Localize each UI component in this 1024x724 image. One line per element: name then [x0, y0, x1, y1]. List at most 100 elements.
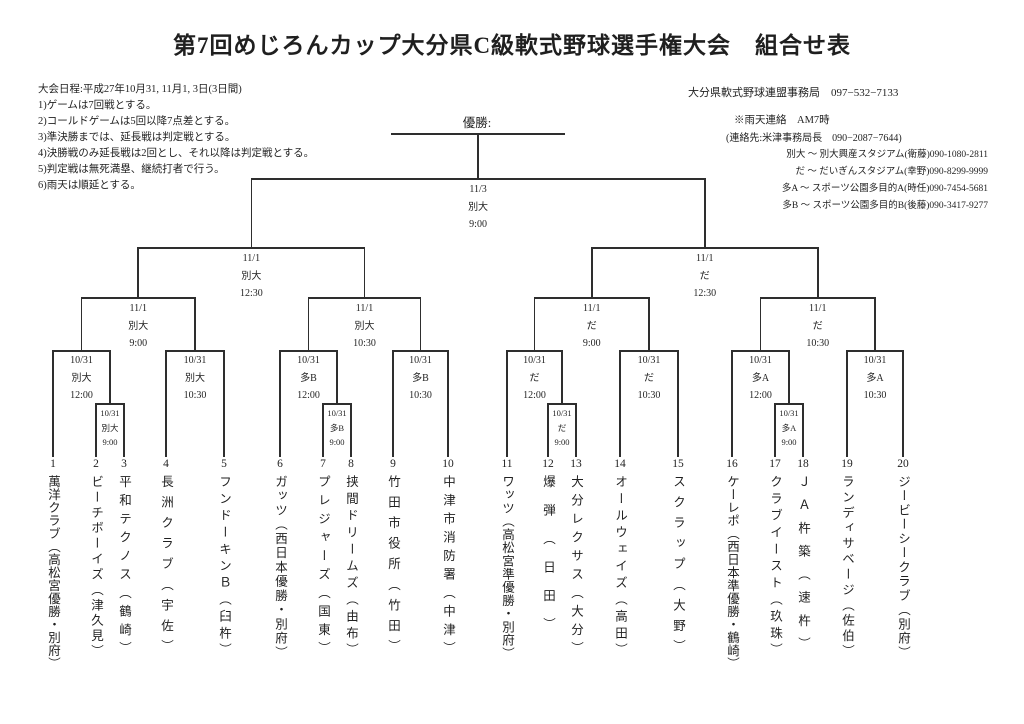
match-date: 10/31 — [863, 355, 887, 366]
bracket-line-v — [774, 403, 776, 457]
team-entry: 5 フンドーキンＢ（臼杵） — [212, 457, 236, 680]
rain-notice: ※雨天連絡 AM7時 — [734, 115, 830, 126]
venue-legend: 別大 〜 別大興産スタジアム(衛藤)090-1080-2811 だ 〜 だいぎん… — [782, 147, 988, 215]
match-date: 11/1 — [696, 253, 714, 264]
bracket-line-v — [533, 297, 536, 352]
team-name: スクラップ（大野） — [671, 475, 685, 660]
team-number: 10 — [442, 458, 454, 470]
team-number: 19 — [841, 458, 853, 470]
team-number: 3 — [121, 458, 127, 470]
bracket-line-v — [677, 350, 679, 457]
bracket-line-v — [648, 297, 650, 352]
rule-line: 6)雨天は順延とする。 — [38, 180, 141, 191]
team-name: 萬洋クラブ（高松宮優勝・別府） — [46, 475, 60, 670]
bracket-line-v — [392, 350, 394, 457]
match-time: 10:30 — [183, 390, 207, 401]
bracket-line-v — [561, 350, 563, 405]
team-number: 5 — [221, 458, 227, 470]
match-date: 10/31 — [552, 408, 572, 418]
team-name: ビーチボーイズ（津久見） — [89, 475, 103, 660]
match-time: 12:30 — [693, 288, 717, 299]
match-date: 10/31 — [183, 355, 207, 366]
match-venue: 別大 — [354, 320, 375, 332]
match-date: 11/3 — [469, 184, 487, 195]
team-number: 2 — [93, 458, 99, 470]
team-name: フンドーキンＢ（臼杵） — [217, 475, 231, 660]
champion-label: 優勝: — [462, 116, 492, 130]
match-venue: 別大 — [468, 201, 489, 213]
match-time: 12:00 — [523, 390, 546, 401]
team-number: 13 — [570, 458, 582, 470]
bracket-line-v — [109, 350, 111, 405]
bracket-line-v — [816, 247, 819, 299]
match-venue: 多B — [329, 422, 345, 433]
team-name: ワッツ（高松宮準優勝・別府） — [500, 475, 514, 660]
team-number: 18 — [797, 458, 809, 470]
bracket-line-v — [419, 297, 422, 352]
team-number: 4 — [163, 458, 169, 470]
rain-contact: (連絡先:米津事務局長 090−2087−7644) — [726, 133, 902, 144]
venue-line: 別大 〜 別大興産スタジアム(衛藤)090-1080-2811 — [786, 150, 988, 160]
team-number: 1 — [50, 458, 56, 470]
team-name: プレジャーズ（国東） — [316, 475, 330, 660]
team-entry: 2 ビーチボーイズ（津久見） — [84, 457, 108, 680]
bracket-line-v — [80, 297, 83, 352]
match-date: 10/31 — [523, 355, 546, 366]
match-venue: 別大 — [241, 270, 262, 282]
team-name: クラブイースト（玖珠） — [768, 475, 782, 660]
match-time: 10:30 — [637, 390, 661, 401]
bracket-line-v — [802, 403, 804, 457]
bracket-line-v — [447, 350, 449, 457]
match-venue: 別大 — [101, 422, 119, 433]
match-time: 12:00 — [749, 390, 772, 401]
match-date: 10/31 — [100, 408, 120, 418]
bracket-line-v — [703, 178, 706, 249]
bracket-line-v — [590, 247, 593, 299]
match-venue: だ — [557, 422, 567, 433]
match-date: 10/31 — [409, 355, 432, 366]
schedule-line: 大会日程:平成27年10月31, 11月1, 3日(3日間) — [38, 84, 242, 95]
match-time: 12:00 — [70, 390, 93, 401]
match-time: 12:00 — [297, 390, 320, 401]
team-name: 竹田市役所（竹田） — [386, 475, 400, 660]
match-time: 9:00 — [129, 338, 148, 349]
match-venue: 多B — [300, 372, 317, 384]
match-time: 9:00 — [469, 219, 487, 230]
match-date: 11/1 — [129, 303, 147, 314]
match-date: 10/31 — [779, 408, 799, 418]
match-venue: 多A — [866, 372, 884, 384]
match-date: 10/31 — [70, 355, 93, 366]
bracket-line-v — [547, 403, 549, 457]
team-number: 11 — [501, 458, 513, 470]
match-time: 9:00 — [329, 437, 345, 447]
bracket-line-v — [575, 403, 577, 457]
match-venue: 別大 — [185, 372, 205, 384]
bracket-line-v — [363, 247, 366, 299]
team-name: オールウェイズ（高田） — [613, 475, 627, 660]
match-time: 10:30 — [409, 390, 432, 401]
bracket-line-v — [902, 350, 904, 457]
team-number: 16 — [726, 458, 738, 470]
team-number: 8 — [348, 458, 354, 470]
venue-line: だ 〜 だいぎんスタジアム(幸野)090-8299-9999 — [795, 167, 989, 177]
rule-line: 5)判定戦は無死満塁、継続打者で行う。 — [38, 164, 225, 175]
bracket-line-v — [322, 403, 324, 457]
team-name: 爆弾（日田） — [541, 475, 555, 646]
